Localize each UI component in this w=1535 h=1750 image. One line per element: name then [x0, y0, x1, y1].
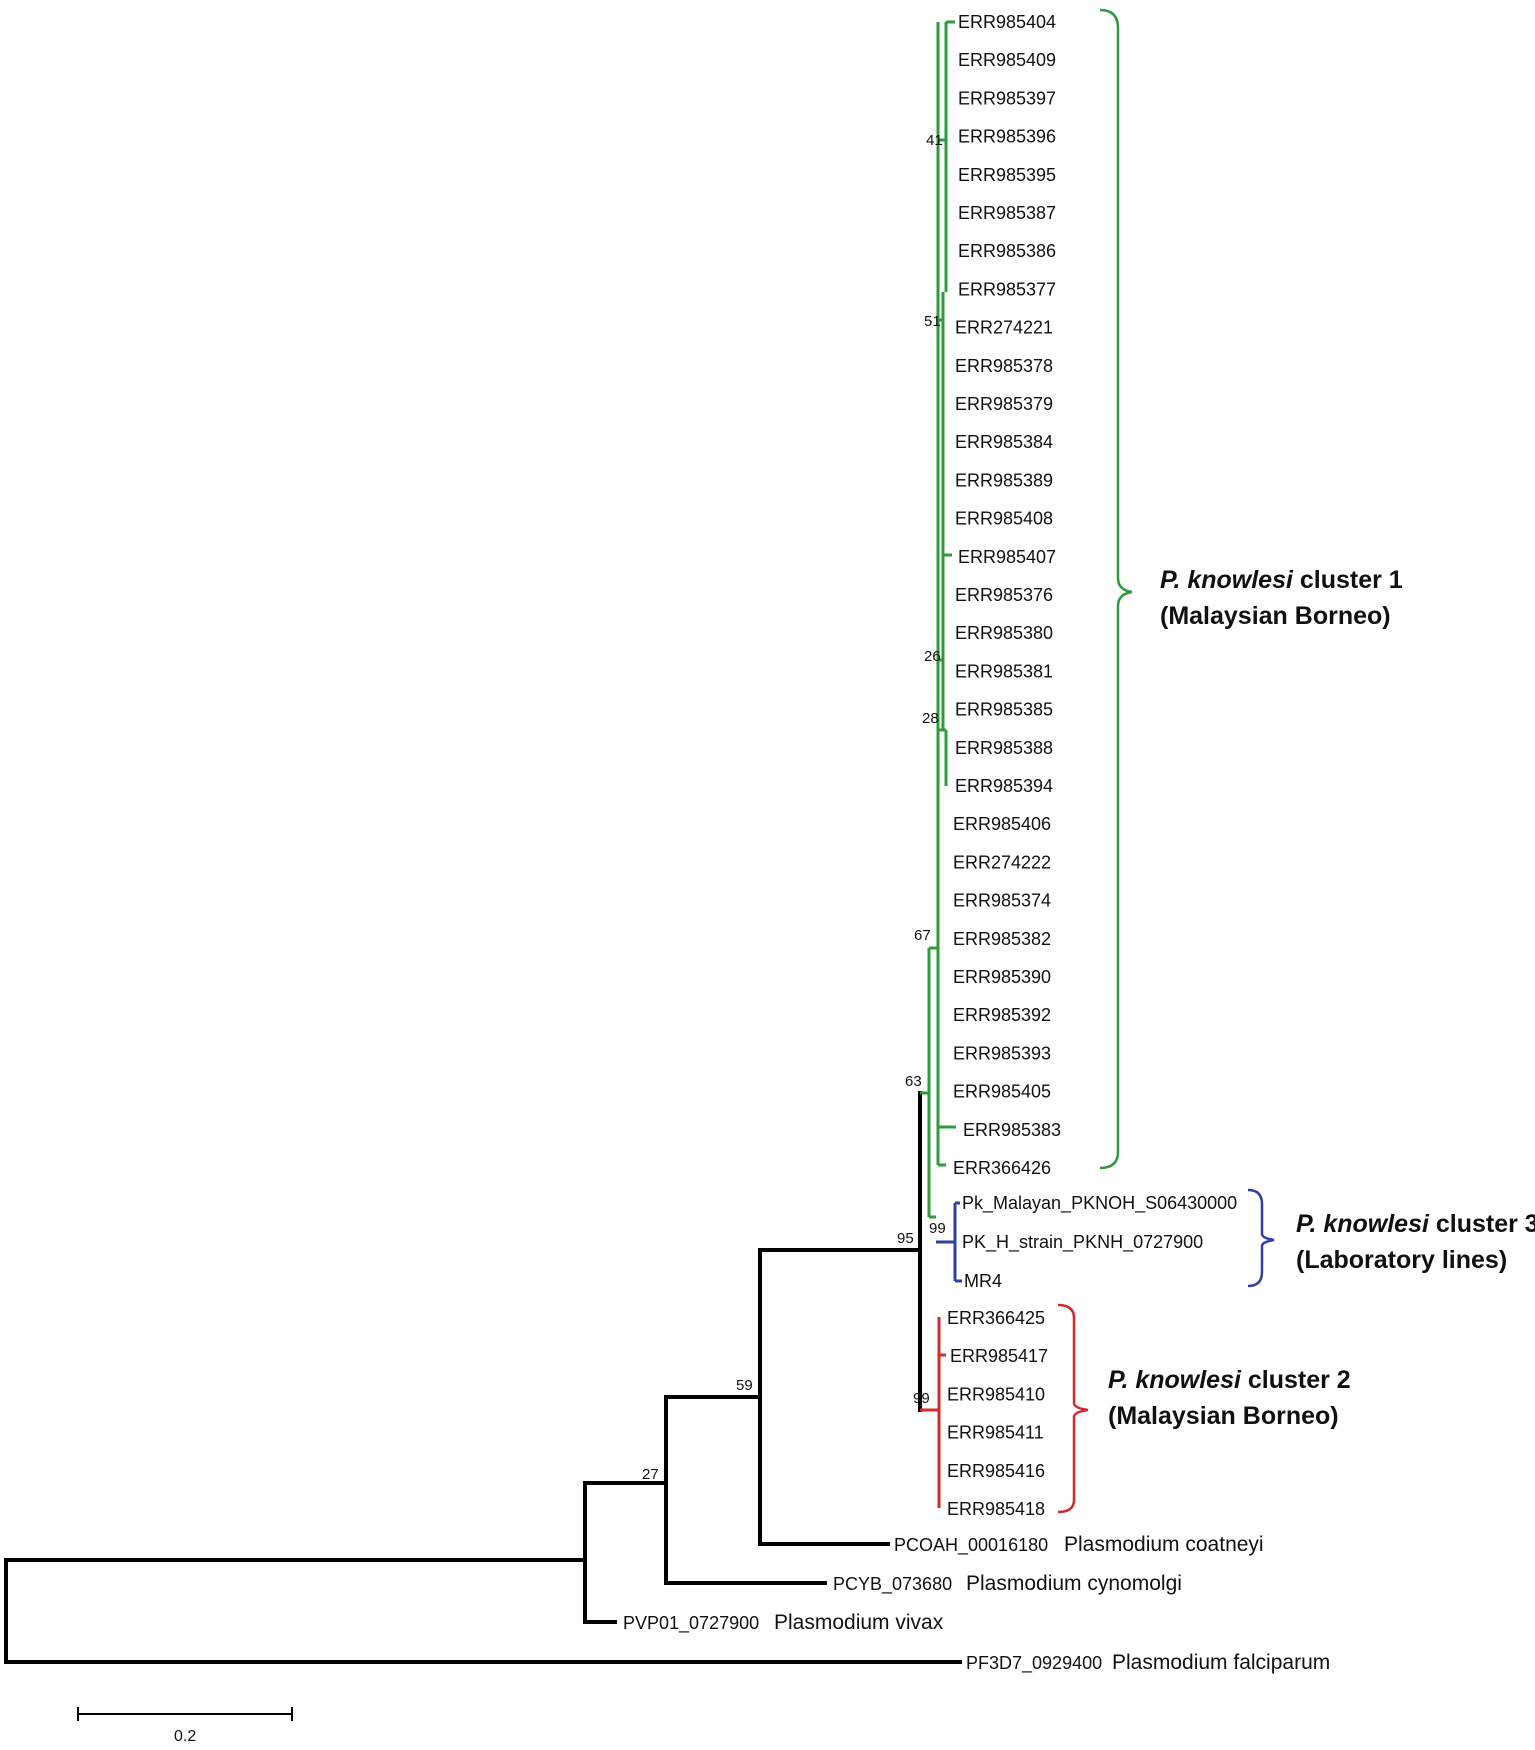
leaf-label: ERR985396: [958, 127, 1056, 147]
cluster-3-name: cluster 3: [1429, 1210, 1535, 1238]
outgroup-labels: PCOAH_00016180 Plasmodium coatneyi PCYB_…: [623, 1533, 1330, 1674]
cluster-2-branches: [920, 1317, 946, 1508]
leaf-label: ERR985408: [955, 509, 1053, 529]
leaf-label: ERR985405: [953, 1082, 1051, 1102]
leaf-label: PCOAH_00016180: [894, 1535, 1048, 1556]
bootstrap-value: 26: [924, 648, 941, 665]
leaf-label: ERR985377: [958, 279, 1056, 299]
leaf-label: ERR985374: [953, 891, 1051, 911]
leaf-label: ERR985417: [950, 1346, 1048, 1366]
leaf-label: ERR274221: [955, 318, 1053, 338]
bootstrap-value: 59: [736, 1377, 753, 1394]
leaf-label: ERR985390: [953, 967, 1051, 987]
cluster-2-region: (Malaysian Borneo): [1108, 1402, 1339, 1430]
leaf-label: ERR985416: [947, 1461, 1045, 1481]
cluster-1-name: cluster 1: [1293, 566, 1403, 594]
cluster-3-species: P. knowlesi: [1296, 1210, 1430, 1238]
leaf-label: ERR985406: [953, 814, 1051, 834]
cluster-2-name: cluster 2: [1241, 1366, 1351, 1394]
species-label: Plasmodium cynomolgi: [966, 1572, 1182, 1595]
cluster-1-label: P. knowlesi cluster 1: [1160, 566, 1403, 594]
cluster-2-species: P. knowlesi: [1108, 1366, 1242, 1394]
leaf-label: ERR985376: [955, 585, 1053, 605]
cluster3-bracket: [1247, 1188, 1275, 1288]
leaf-label: ERR985379: [955, 394, 1053, 414]
backbone-branches: [4, 1091, 962, 1664]
leaf-label: MR4: [964, 1271, 1002, 1291]
leaf-label: PF3D7_0929400: [966, 1653, 1102, 1674]
bootstrap-value: 51: [924, 313, 941, 330]
species-label: Plasmodium falciparum: [1112, 1651, 1330, 1674]
cluster-brackets: [1057, 8, 1275, 1514]
leaf-label: PK_H_strain_PKNH_0727900: [962, 1232, 1203, 1253]
leaf-label: ERR985407: [958, 547, 1056, 567]
bootstrap-value: 41: [926, 132, 943, 149]
leaf-label: ERR985381: [955, 661, 1053, 681]
leaf-label: PVP01_0727900: [623, 1613, 759, 1634]
bootstrap-value: 95: [897, 1230, 914, 1247]
leaf-label: ERR985395: [958, 165, 1056, 185]
cluster-3-leaf-labels: Pk_Malayan_PKNOH_S06430000PK_H_strain_PK…: [962, 1193, 1237, 1291]
leaf-label: ERR985380: [955, 623, 1053, 643]
leaf-label: ERR985389: [955, 470, 1053, 490]
bootstrap-value: 99: [929, 1220, 946, 1237]
leaf-label: ERR985410: [947, 1384, 1045, 1404]
bootstrap-values: 41 51 26 28 67 63 99 95 99 59 27: [642, 132, 946, 1483]
leaf-label: PCYB_073680: [833, 1574, 952, 1595]
leaf-label: ERR985385: [955, 700, 1053, 720]
cluster-3-subtitle: (Laboratory lines): [1296, 1246, 1507, 1274]
leaf-label: ERR985411: [947, 1423, 1044, 1443]
cluster-1-branches: [920, 20, 956, 1219]
leaf-label: ERR366426: [953, 1158, 1051, 1178]
leaf-label: ERR366425: [947, 1308, 1045, 1328]
leaf-label: ERR985392: [953, 1005, 1051, 1025]
leaf-label: ERR274222: [953, 852, 1051, 872]
leaf-label: ERR985394: [955, 776, 1053, 796]
leaf-label: ERR985384: [955, 432, 1053, 452]
species-label: Plasmodium coatneyi: [1064, 1533, 1264, 1556]
leaf-label: ERR985393: [953, 1043, 1051, 1063]
bootstrap-value: 99: [913, 1390, 930, 1407]
bootstrap-value: 28: [922, 710, 939, 727]
scale-bar-label: 0.2: [174, 1728, 196, 1745]
scale-bar: [77, 1707, 293, 1721]
cluster2-bracket: [1057, 1303, 1089, 1514]
species-label: Plasmodium vivax: [774, 1611, 944, 1634]
leaf-label: ERR985387: [958, 203, 1056, 223]
leaf-label: ERR985418: [947, 1499, 1045, 1519]
cluster-1-region: (Malaysian Borneo): [1160, 602, 1391, 630]
leaf-label: ERR985383: [963, 1120, 1061, 1140]
cluster-3-label: P. knowlesi cluster 3: [1296, 1210, 1535, 1238]
leaf-label: ERR985386: [958, 241, 1056, 261]
leaf-label: Pk_Malayan_PKNOH_S06430000: [962, 1193, 1237, 1214]
cluster-2-leaf-labels: ERR366425ERR985417ERR985410ERR985411ERR9…: [947, 1308, 1048, 1519]
bootstrap-value: 27: [642, 1466, 659, 1483]
cluster1-bracket: [1099, 8, 1133, 1170]
leaf-label: ERR985382: [953, 929, 1051, 949]
cluster-3-branches: [936, 1201, 962, 1283]
leaf-label: ERR985397: [958, 88, 1056, 108]
leaf-label: ERR985388: [955, 738, 1053, 758]
cluster-2-label: P. knowlesi cluster 2: [1108, 1366, 1351, 1394]
leaf-label: ERR985378: [955, 356, 1053, 376]
cluster-1-species: P. knowlesi: [1160, 566, 1294, 594]
bootstrap-value: 67: [914, 927, 931, 944]
cluster-1-leaf-labels: ERR985404ERR985409ERR985397ERR985396ERR9…: [953, 12, 1061, 1178]
bootstrap-value: 63: [905, 1073, 922, 1090]
leaf-label: ERR985404: [958, 12, 1056, 32]
leaf-label: ERR985409: [958, 50, 1056, 70]
